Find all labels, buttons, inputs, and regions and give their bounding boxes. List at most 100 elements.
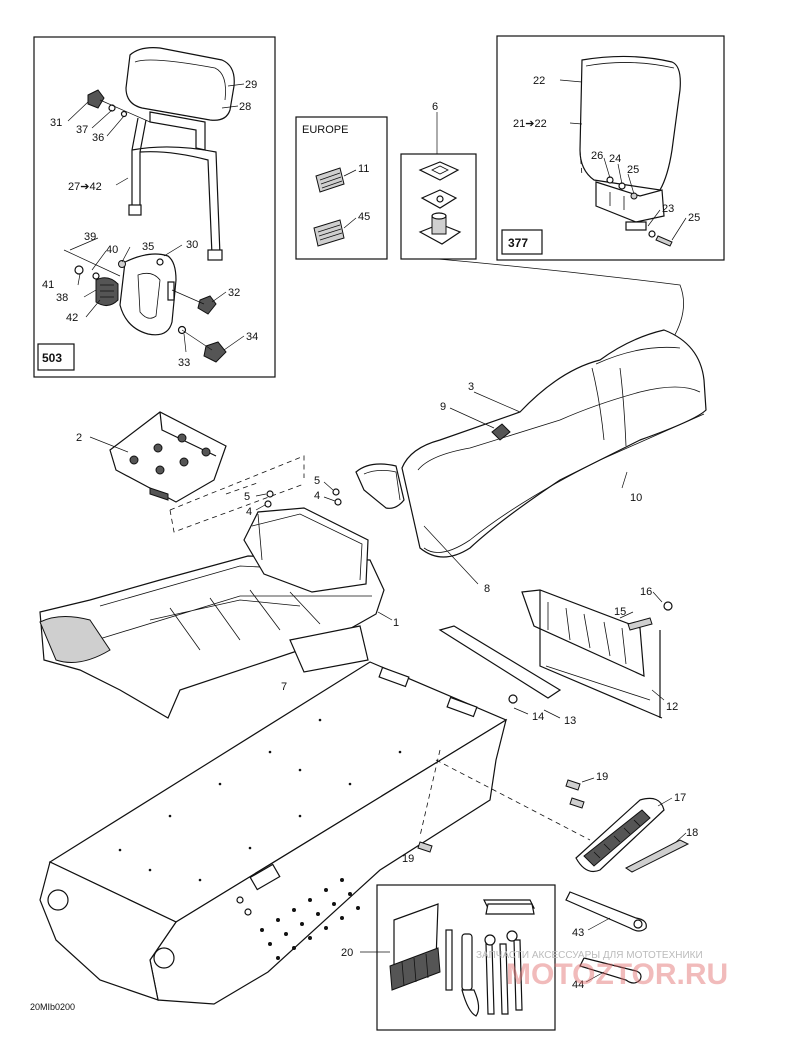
seat-strap-10 xyxy=(591,367,627,447)
bolt-19-upper-2 xyxy=(569,797,585,809)
knob-32-axis xyxy=(171,289,205,305)
callout-24: 24 xyxy=(609,153,621,165)
callout-31: 31 xyxy=(50,117,62,129)
bracket-2-body xyxy=(109,411,227,503)
seat-assembly: 3 9 10 8 xyxy=(355,329,707,595)
knob-34-axis xyxy=(181,329,213,351)
callout-43: 43 xyxy=(572,927,584,939)
callout-44: 44 xyxy=(572,979,584,991)
nut-5-right xyxy=(332,488,340,496)
frame-foot-left xyxy=(128,204,142,216)
tunnel-side-hole xyxy=(153,947,175,969)
rear-flap-outline xyxy=(539,590,663,719)
callout-7: 7 xyxy=(281,681,287,693)
tool-screwdriver xyxy=(445,929,453,991)
tool-wrench-b xyxy=(499,943,509,1015)
step-assembly: 19 17 18 xyxy=(565,771,698,873)
cam-knob-ribs xyxy=(100,284,114,298)
rear-flap-assembly: 15 16 12 13 14 xyxy=(438,586,678,727)
callout-28: 28 xyxy=(239,101,251,113)
latch-post-top xyxy=(431,212,447,220)
star-knob-34 xyxy=(203,341,227,363)
hardware-4-5: 5 4 5 4 xyxy=(244,475,342,518)
bracket-hole-1 xyxy=(129,455,139,465)
rear-flap-line xyxy=(545,665,651,701)
callout-33: 33 xyxy=(178,357,190,369)
callout-36: 36 xyxy=(92,132,104,144)
storage-tub xyxy=(243,507,369,593)
bracket-hole-5 xyxy=(179,457,189,467)
bracket-hole-2 xyxy=(153,443,163,453)
mount-plate-slot xyxy=(137,272,161,319)
callout-25-bottom: 25 xyxy=(688,212,700,224)
washer-14 xyxy=(508,694,518,704)
callout-34: 34 xyxy=(246,331,258,343)
callout-14: 14 xyxy=(532,711,544,723)
callout-42: 42 xyxy=(66,312,78,324)
tunnel: 19 xyxy=(39,661,591,1005)
frame-foot-right xyxy=(207,249,223,261)
tunnel-slot-2 xyxy=(446,696,478,718)
rear-panel-7 xyxy=(289,625,369,673)
callout-9: 9 xyxy=(440,401,446,413)
callout-2: 2 xyxy=(76,432,82,444)
callout-4-left: 4 xyxy=(246,506,252,518)
tool-wrench-a-end xyxy=(484,934,496,946)
callout-22: 22 xyxy=(533,75,545,87)
callout-26: 26 xyxy=(591,150,603,162)
tunnel-rivets xyxy=(118,718,402,882)
washer-4-right xyxy=(334,498,342,506)
backrest-kit-box: 503 29 28 31 37 xyxy=(33,36,276,378)
passenger-backrest-leaders xyxy=(559,79,687,241)
callout-23: 23 xyxy=(662,203,674,215)
tool-wrenches: 43 44 xyxy=(565,891,647,991)
star-knob-32 xyxy=(197,295,217,315)
bracket-hole-4 xyxy=(155,465,165,475)
tunnel-slot-1 xyxy=(378,666,410,688)
seat-base-front-shade xyxy=(39,616,111,663)
callout-5-left: 5 xyxy=(244,491,250,503)
hardware-axis-31 xyxy=(99,99,151,123)
nut-5-left xyxy=(266,490,274,498)
callout-4-right: 4 xyxy=(314,490,320,502)
bracket-tab xyxy=(149,487,169,501)
callout-39: 39 xyxy=(84,231,96,243)
bracket-hole-6 xyxy=(201,447,211,457)
tunnel-dashed-guides xyxy=(419,749,591,841)
spacer-41 xyxy=(74,265,84,275)
seat-rear-contour xyxy=(595,346,681,365)
callout-6: 6 xyxy=(432,101,438,113)
latch-gasket-hole xyxy=(431,165,449,175)
seat-latch-9 xyxy=(491,423,511,441)
callout-11: 11 xyxy=(358,163,369,175)
callout-29: 29 xyxy=(245,79,257,91)
europe-frame xyxy=(295,116,388,260)
latch-box: 6 xyxy=(400,101,684,341)
frame-1-leader xyxy=(377,611,393,621)
diagram-code: 20MIb0200 xyxy=(30,1002,75,1012)
seat-front-bumper-inner xyxy=(363,470,401,501)
backrest-kit-frame xyxy=(33,36,276,378)
seat-side-contour xyxy=(423,413,705,553)
tool-wrench-c xyxy=(513,939,523,1011)
backrest-tube-frame xyxy=(131,117,221,256)
bolt-39-axis xyxy=(63,249,121,277)
watermark-text: ЗАПЧАСТИ АКСЕССУАРЫ ДЛЯ МОТОТЕХНИКИ xyxy=(476,950,703,961)
star-knob-31 xyxy=(87,89,105,109)
callout-25-top: 25 xyxy=(627,164,639,176)
storage-tub-inner xyxy=(251,513,363,581)
bolt-19-lower xyxy=(417,841,433,853)
wrench-43-jaw xyxy=(633,919,643,929)
step-leaders xyxy=(581,777,687,843)
hardware-leaders xyxy=(255,481,336,511)
callout-20: 20 xyxy=(341,947,353,959)
nut-35 xyxy=(118,260,126,268)
tool-leaders xyxy=(585,917,611,983)
rear-bracket-13 xyxy=(438,625,562,699)
tunnel-side-hole-small-2 xyxy=(244,908,252,916)
washer-23 xyxy=(648,230,656,238)
bolt-19-upper-1 xyxy=(565,779,581,791)
bolt-25b xyxy=(655,235,673,247)
washer-40 xyxy=(92,272,100,280)
callout-21: 21➔22 xyxy=(513,118,547,130)
